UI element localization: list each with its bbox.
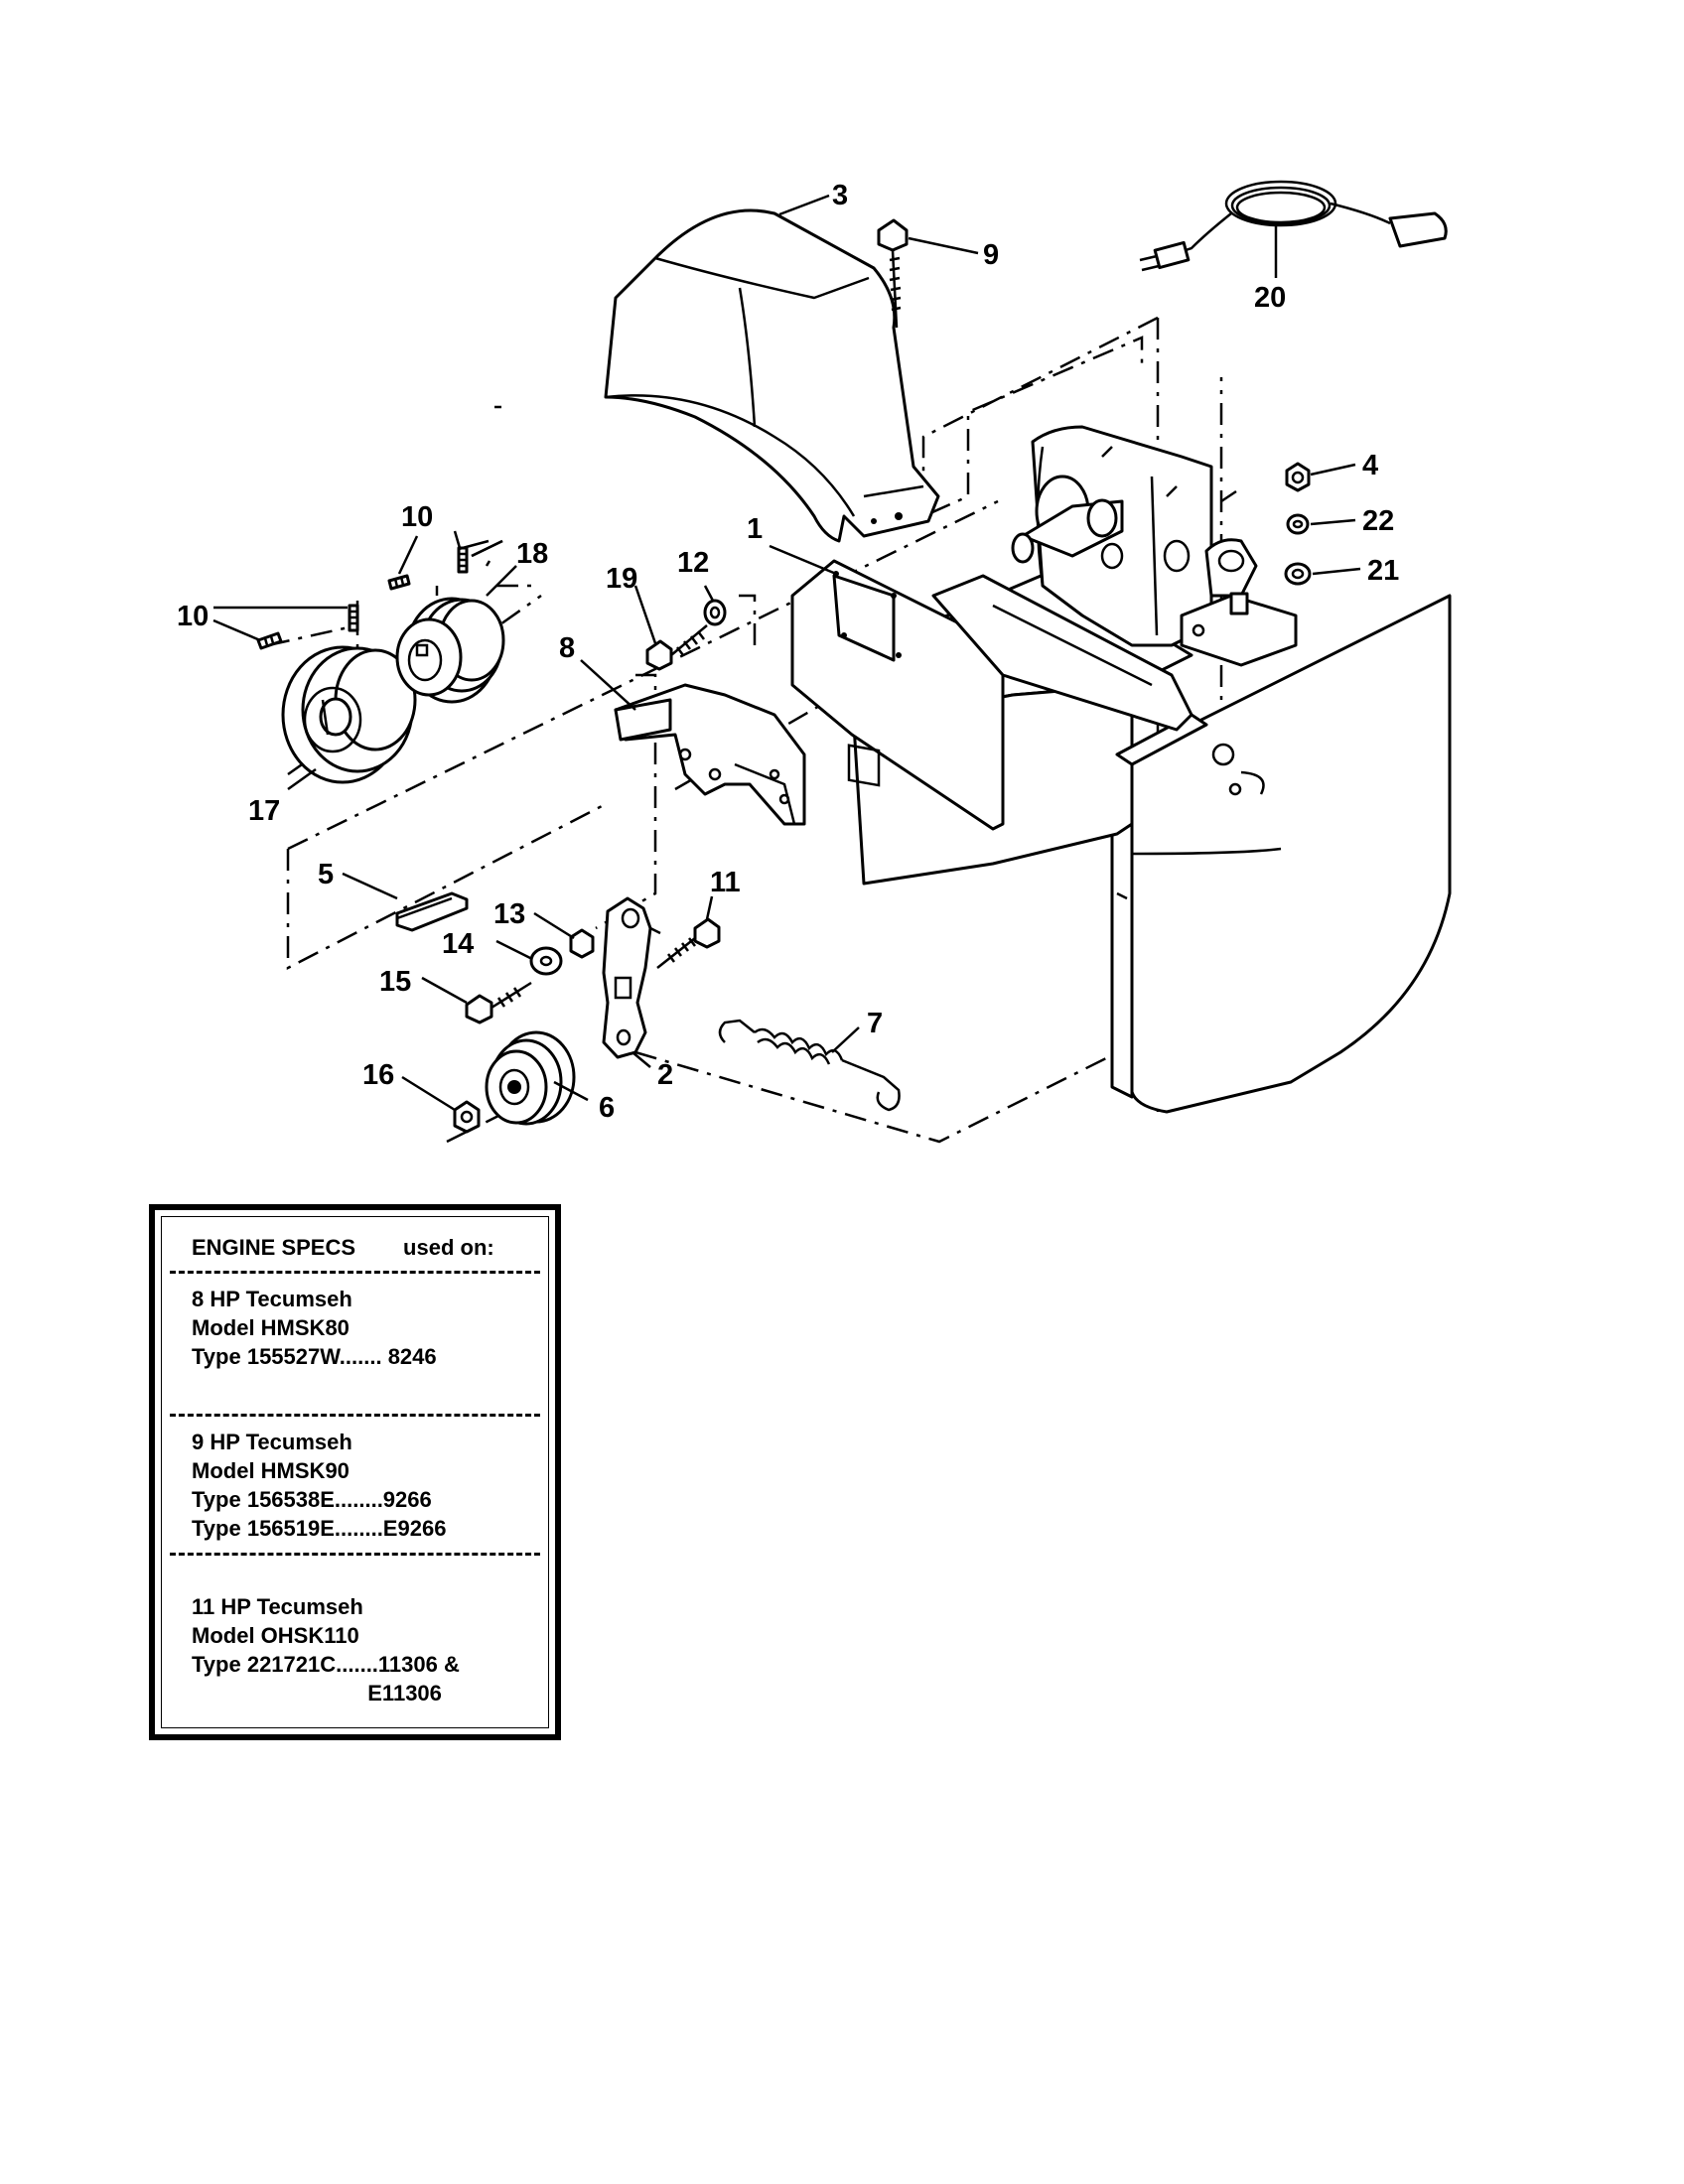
engine-specs-used-on: used on: [403,1235,494,1260]
shoulder-bolt [465,981,532,1024]
callout-15: 15 [379,966,411,998]
callout-13: 13 [493,898,525,930]
spec-line: 9 HP Tecumseh [192,1430,352,1454]
idler-bolt [656,917,721,969]
divider [170,1414,540,1417]
callout-21: 21 [1367,555,1399,587]
idler-nut [453,1100,481,1134]
callout-22: 22 [1362,505,1394,537]
callout-7: 7 [867,1008,883,1039]
pulley-bracket [614,683,806,826]
callout-labels: 3 9 20 4 22 21 1 10 18 10 19 12 8 17 5 1… [177,180,1399,1124]
idler-spring [718,1019,901,1112]
callout-2: 2 [657,1059,673,1091]
engine-specs-box: ENGINE SPECS used on: 8 HP Tecumseh Mode… [149,1204,561,1740]
callout-1: 1 [747,513,763,545]
callout-16: 16 [362,1059,394,1091]
idler-arm [602,896,661,1059]
callout-9: 9 [983,239,999,271]
spec-line: Type 156538E........9266 [192,1487,432,1512]
spec-line: Model HMSK80 [192,1315,350,1340]
extension-cord [1139,180,1448,272]
belt-guard-plate [790,559,1193,831]
callout-18: 18 [516,538,548,570]
spec-line: Model HMSK90 [192,1458,350,1483]
spec-line: 8 HP Tecumseh [192,1287,352,1311]
spec-group-8hp: 8 HP Tecumseh Model HMSK80 Type 155527W.… [162,1285,548,1371]
divider [170,1553,540,1556]
callout-4: 4 [1362,450,1378,481]
spec-line: E11306 [192,1681,442,1706]
callout-12: 12 [677,547,709,579]
auger-pulley [395,597,505,704]
callout-20: 20 [1254,282,1286,314]
idler-pulley [485,1030,576,1126]
spec-line: Type 156519E........E9266 [192,1516,447,1541]
callout-19: 19 [606,563,637,595]
callout-10-top: 10 [401,501,433,533]
callout-14: 14 [442,928,474,960]
hex-nut [1285,462,1311,492]
engine-pulley [281,645,417,784]
callout-3: 3 [832,180,848,211]
engine-specs-header: ENGINE SPECS used on: [162,1233,548,1262]
callout-8: 8 [559,632,575,664]
callout-6: 6 [599,1092,615,1124]
spec-line: Type 221721C.......11306 & [192,1652,460,1677]
spec-line: Model OHSK110 [192,1623,359,1648]
engine-specs-title: ENGINE SPECS [192,1235,356,1260]
spec-group-9hp: 9 HP Tecumseh Model HMSK90 Type 156538E.… [162,1428,548,1543]
washer [1284,562,1312,586]
callout-11: 11 [710,867,741,898]
callout-17: 17 [248,795,280,827]
callout-10-left: 10 [177,601,209,632]
bracket-bolt [645,624,708,671]
spec-line: Type 155527W....... 8246 [192,1344,437,1369]
lock-washer [1286,513,1310,535]
callout-5: 5 [318,859,334,890]
flat-washer [529,946,563,976]
set-screws [256,546,469,650]
engine-block [1011,425,1298,667]
divider [170,1271,540,1274]
bracket-washer [703,599,727,626]
cover-bolt [877,218,909,329]
leader-lines [212,194,1361,1112]
spec-line: 11 HP Tecumseh [192,1594,363,1619]
engine-specs-inner-border: ENGINE SPECS used on: 8 HP Tecumseh Mode… [161,1216,549,1728]
lock-nut [569,928,595,959]
spec-group-11hp: 11 HP Tecumseh Model OHSK110 Type 221721… [162,1592,548,1707]
pulley-key [395,891,469,932]
belt-cover [604,208,940,543]
